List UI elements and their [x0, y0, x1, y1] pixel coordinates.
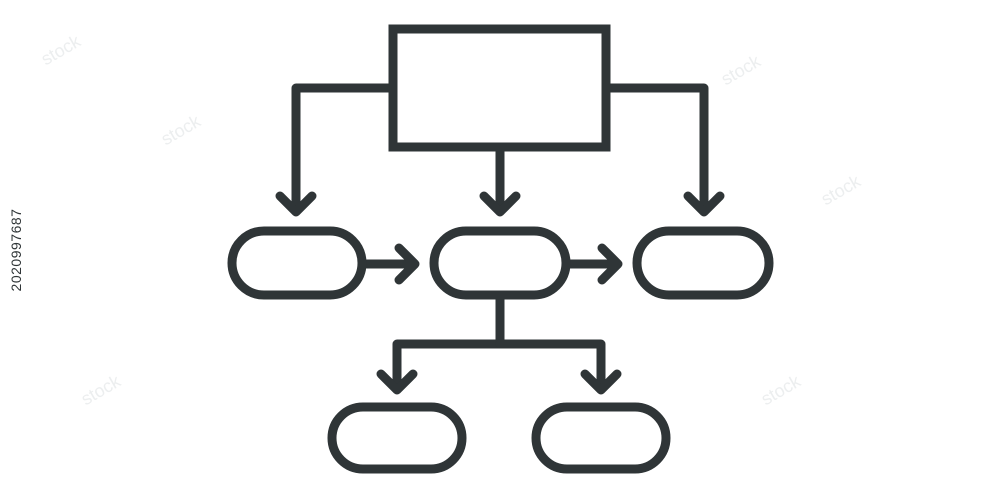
edge-mid-center-to-bottom-left [376, 290, 505, 395]
node-root-rectangle [388, 24, 611, 152]
arrowhead-icon [683, 191, 725, 217]
connector-line [601, 83, 709, 215]
arrowhead-icon [597, 243, 623, 285]
edges-layer [275, 83, 725, 395]
connector-line [291, 83, 398, 215]
edge-mid-center-to-mid-right [561, 243, 623, 285]
nodes-layer [227, 24, 774, 474]
arrowhead-icon [580, 369, 622, 395]
arrowhead-icon [394, 243, 420, 285]
edge-mid-left-to-mid-center [357, 243, 420, 285]
node-bottom-left-rounded-pill [327, 402, 467, 474]
edge-root-to-mid-left [275, 83, 398, 217]
connector-line [495, 339, 606, 393]
node-mid-left-rounded-pill [227, 226, 367, 300]
node-bottom-right-rounded-pill [531, 402, 671, 474]
node-mid-center-rounded-pill [429, 226, 571, 300]
edge-root-to-mid-center [479, 142, 521, 217]
arrowhead-icon [479, 191, 521, 217]
arrowhead-icon [275, 191, 317, 217]
edge-mid-center-to-bottom-right [495, 339, 622, 395]
node-mid-right-rounded-pill [632, 226, 774, 300]
connector-line [392, 290, 505, 393]
arrowhead-icon [376, 369, 418, 395]
edge-root-to-mid-right [601, 83, 725, 217]
